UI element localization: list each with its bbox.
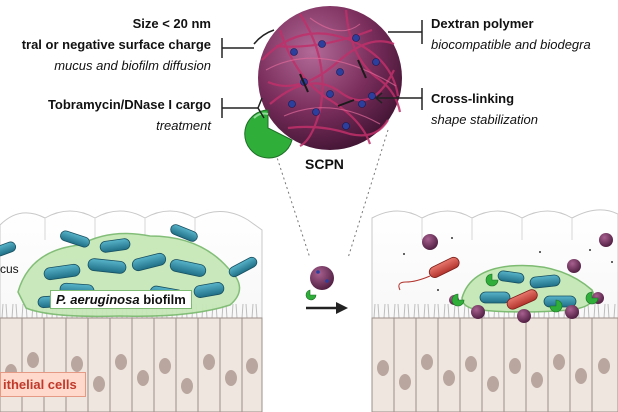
diffusion-label: mucus and biofilm diffusion: [54, 58, 211, 73]
right-arrow-icon: [336, 302, 348, 314]
mucus-label: cus: [0, 262, 19, 276]
biofilm-label: P. aeruginosa biofilm: [50, 290, 192, 309]
biofilm-word: biofilm: [143, 292, 186, 307]
size-label: Size < 20 nm: [132, 16, 211, 31]
crosslinking-label: Cross-linking: [431, 91, 515, 106]
pacman-enzyme-icon: [244, 109, 293, 159]
callout-lines: [221, 20, 423, 119]
treatment-label: treatment: [156, 118, 211, 133]
scpn-label: SCPN: [305, 156, 344, 172]
biocompatible-label: biocompatible and biodegra: [431, 37, 591, 52]
shape-stabilization-label: shape stabilization: [431, 112, 538, 127]
epithelial-cells-left: [0, 317, 263, 412]
epithelial-cells-right: [371, 317, 618, 412]
killed-bacteria: [428, 256, 538, 310]
surface-charge-label: tral or negative surface charge: [21, 37, 211, 52]
epithelial-cells-label: ithelial cells: [0, 372, 86, 397]
cargo-label: Tobramycin/DNase I cargo: [47, 97, 211, 112]
biofilm-species: P. aeruginosa: [56, 292, 140, 307]
right-tissue-panel: [371, 209, 618, 412]
zoom-cone: [267, 129, 389, 259]
scpn-nanoparticle: [244, 6, 402, 159]
transition-arrow: [305, 266, 348, 314]
polymer-label: Dextran polymer: [431, 16, 534, 31]
